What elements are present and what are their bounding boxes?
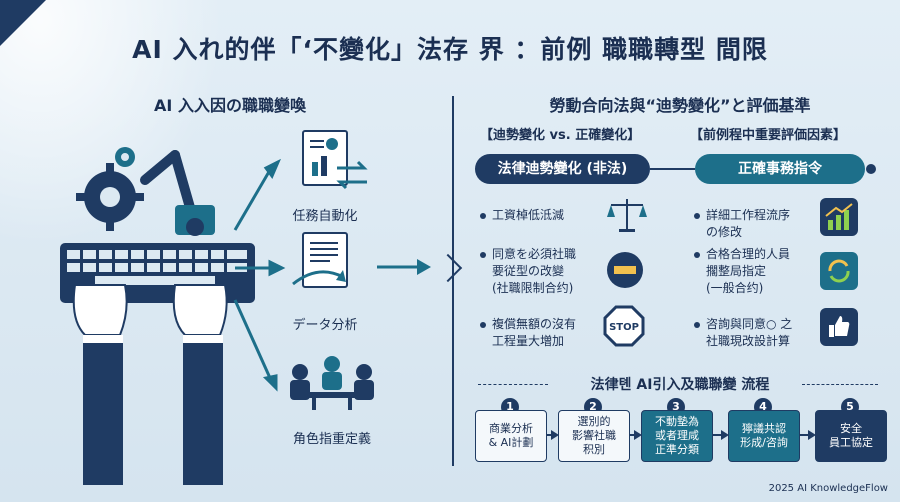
flow-step: 選別的 影響社職 积別 — [558, 410, 630, 462]
section-divider — [452, 96, 454, 466]
col1-item: 複償無額の沒有 工程量大増加 — [479, 317, 577, 348]
flow-step: 獰議共認 形成/咨詢 — [728, 410, 800, 462]
flow-step: 商業分析 & AI計劃 — [475, 410, 547, 462]
thumbs-up-icon — [820, 308, 858, 346]
step-connector — [546, 434, 552, 436]
flow-line-right — [802, 384, 878, 386]
refresh-cycle-icon — [820, 252, 858, 290]
col2-pill: 正確事務指令 — [695, 154, 865, 184]
small-gear-icon — [115, 147, 135, 167]
swap-arrows-icon — [336, 160, 368, 190]
flow-arrow-icon — [377, 259, 431, 275]
pill-dot — [866, 164, 876, 174]
document-chart-icon — [302, 130, 348, 186]
corner-accent — [0, 0, 46, 46]
step-arrow — [721, 430, 729, 440]
meeting-people-icon — [290, 356, 374, 410]
step-connector — [712, 434, 722, 436]
step-connector — [799, 434, 809, 436]
col1-item: 工資棹低泜減 — [479, 208, 565, 222]
task-label-automation: 任務自動化 — [292, 209, 358, 224]
step-arrow — [634, 430, 642, 440]
branch-arrows — [233, 158, 286, 392]
left-heading: AI 入入因の職職變喚 — [154, 96, 306, 115]
hands-icon — [72, 284, 228, 485]
scale-icon — [607, 199, 647, 232]
flow-line-left — [478, 384, 548, 386]
footer-credit: 2025 AI KnowledgeFlow — [768, 483, 888, 494]
flow-step: 不動墊為 或者理咸 正準分類 — [641, 410, 713, 462]
col1-pill: 法律迪勢變化 (非法) — [475, 154, 650, 184]
pill-connector — [650, 168, 695, 170]
stop-sign-icon: STOP — [603, 305, 645, 347]
stop-label: STOP — [609, 322, 639, 333]
flow-title: 法律톈 AI引入及職聯變 流程 — [590, 377, 770, 393]
col1-item: 同意を必須社職 要従型の改變 (社職限制合约) — [479, 247, 577, 295]
step-arrow — [551, 430, 559, 440]
robot-keyboard-illustration — [60, 147, 255, 485]
col2-item: 詳細工作程流序 の修改 — [693, 208, 791, 239]
task-label-analysis: データ分析 — [292, 318, 358, 333]
col2-header: 【前例程中重要評価因素】 — [690, 128, 847, 143]
no-entry-icon — [607, 252, 643, 288]
page-title: AI 入れ的伴「‘不變化」法存 界 ：前例 職職轉型 間限 — [132, 35, 768, 64]
col2-item: 合格合理的人員 擱整局指定 (一般合约) — [693, 247, 791, 295]
step-arrow — [808, 430, 816, 440]
task-label-role-redefinition: 角色指重定義 — [292, 432, 371, 447]
flow-step: 安全 員工協定 — [815, 410, 887, 462]
col1-header: 【迪勢變化 vs. 正確變化】 — [480, 128, 641, 143]
right-heading: 勞動合向法與“迪勢變化”と評価基準 — [549, 96, 811, 115]
gear-icon — [76, 163, 144, 231]
cycle-arrows-icon — [292, 270, 346, 286]
growth-chart-icon — [820, 198, 858, 236]
step-connector — [629, 434, 635, 436]
col2-item: 咨詢與同意○ 之 社職現改設計算 — [693, 317, 793, 348]
